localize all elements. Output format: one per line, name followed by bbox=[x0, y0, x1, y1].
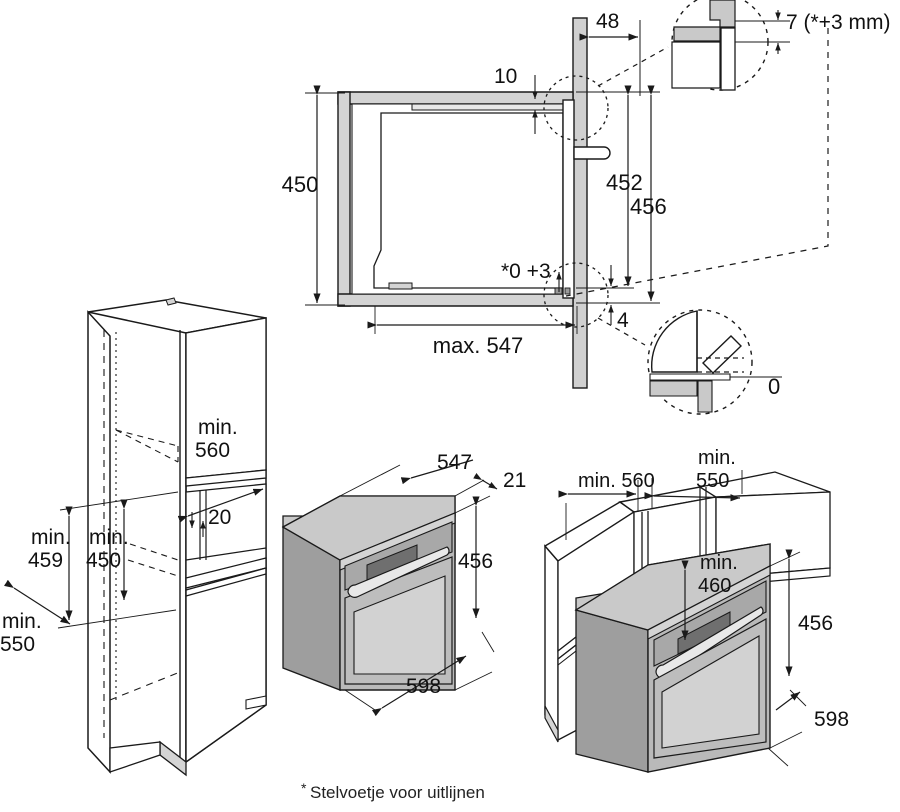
dimension-base-min-560-label: min. 560 bbox=[578, 470, 655, 492]
dimension-cabinet-20-label: 20 bbox=[208, 506, 231, 529]
dimension-base-598-label: 598 bbox=[814, 708, 849, 731]
dimension-zero-plus-three-label: *0 +3 bbox=[501, 260, 551, 283]
dimension-48: 48 bbox=[579, 10, 641, 96]
dimension-10: 10 bbox=[494, 65, 538, 134]
dimension-base-min-460: min. 460 bbox=[681, 552, 738, 640]
base-cabinet-oven bbox=[574, 543, 771, 773]
detail-bubble-top: 7 (*+3 mm) bbox=[671, 0, 890, 91]
dimension-max-547: max. 547 bbox=[367, 306, 578, 358]
detail-callout-circle-bottom bbox=[543, 262, 609, 328]
dimension-cabinet-min-560: min. 560 bbox=[177, 416, 264, 523]
detail-bottom-label: 0 bbox=[768, 374, 780, 399]
dimension-max-547-label: max. 547 bbox=[433, 333, 524, 358]
dimension-452-label: 452 bbox=[606, 170, 643, 195]
dimension-base-min-560: min. 560 bbox=[558, 470, 655, 540]
detail-leader-top bbox=[597, 46, 669, 87]
cabinet-front-panel bbox=[572, 17, 588, 389]
footnote-text: Stelvoetje voor uitlijnen bbox=[310, 783, 485, 802]
niche-top-slab bbox=[337, 91, 574, 307]
dimension-cabinet-min-550-line2: 550 bbox=[0, 633, 35, 656]
dimension-oven-21-label: 21 bbox=[503, 469, 526, 492]
dimension-cabinet-min-560-line2: 560 bbox=[195, 439, 230, 462]
dimension-base-456: 456 bbox=[769, 549, 833, 749]
dimension-oven-598-label: 598 bbox=[406, 675, 441, 698]
view-base-cabinet-run: min. 560 min. 550 min. 460 456 bbox=[543, 447, 849, 773]
detail-callout-circle-top bbox=[543, 75, 609, 141]
dimension-zero-plus-three: *0 +3 bbox=[501, 260, 562, 292]
dimension-base-min-460-line1: min. bbox=[700, 552, 738, 574]
dimension-cabinet-20: 20 bbox=[189, 506, 231, 537]
dimension-456-section: 456 bbox=[576, 85, 667, 304]
dimension-oven-547-label: 547 bbox=[437, 451, 472, 474]
detail-bubble-bottom: 0 bbox=[647, 309, 782, 415]
dimension-4-label: 4 bbox=[617, 309, 629, 332]
oven-door-section bbox=[562, 99, 611, 299]
dimension-cabinet-min-550-line1: min. bbox=[2, 610, 42, 633]
dimension-48-label: 48 bbox=[596, 10, 619, 33]
footnote-marker: * bbox=[301, 780, 307, 796]
oven-control-panel bbox=[344, 521, 453, 591]
dimension-base-456-label: 456 bbox=[798, 612, 833, 635]
dimension-450: 450 bbox=[282, 85, 345, 306]
dimension-10-label: 10 bbox=[494, 65, 517, 88]
dimension-cabinet-min-450-line2: 450 bbox=[86, 549, 121, 572]
dimension-base-min-550-line1: min. bbox=[698, 447, 736, 469]
dimension-cabinet-min-459-line1: min. bbox=[31, 526, 71, 549]
dimension-cabinet-min-459-line2: 459 bbox=[28, 549, 63, 572]
dimension-oven-598: 598 bbox=[344, 631, 495, 717]
dimension-456-section-label: 456 bbox=[630, 194, 667, 219]
view-oven-isometric: 547 21 456 598 bbox=[281, 451, 526, 717]
view-tall-cabinet: min. 560 20 min. 459 min. 450 min. bbox=[0, 297, 267, 777]
detail-reference-line bbox=[565, 28, 829, 297]
oven-body-section bbox=[351, 103, 567, 295]
tall-cabinet-lower-door bbox=[109, 567, 267, 777]
dimension-oven-456-label: 456 bbox=[458, 550, 493, 573]
view-oven-section-side: 48 10 450 452 456 bbox=[282, 10, 829, 389]
dimension-base-min-550-line2: 550 bbox=[696, 470, 729, 492]
dimension-base-min-550: min. 550 bbox=[644, 447, 743, 508]
dimension-base-598: 598 bbox=[767, 689, 849, 767]
dimension-base-min-460-line2: 460 bbox=[698, 575, 731, 597]
detail-top-label: 7 (*+3 mm) bbox=[786, 11, 890, 34]
oven-door bbox=[344, 546, 453, 685]
footnote: * Stelvoetje voor uitlijnen bbox=[301, 780, 485, 802]
dimension-4: 4 bbox=[608, 265, 629, 332]
dimension-cabinet-min-450: min. 450 bbox=[86, 499, 129, 600]
dimension-cabinet-min-450-line1: min. bbox=[89, 526, 129, 549]
dimension-cabinet-min-550: min. 550 bbox=[0, 579, 71, 656]
dimension-cabinet-min-560-line1: min. bbox=[198, 416, 238, 439]
dimension-oven-21: 21 bbox=[473, 469, 526, 492]
dimension-450-label: 450 bbox=[282, 172, 319, 197]
